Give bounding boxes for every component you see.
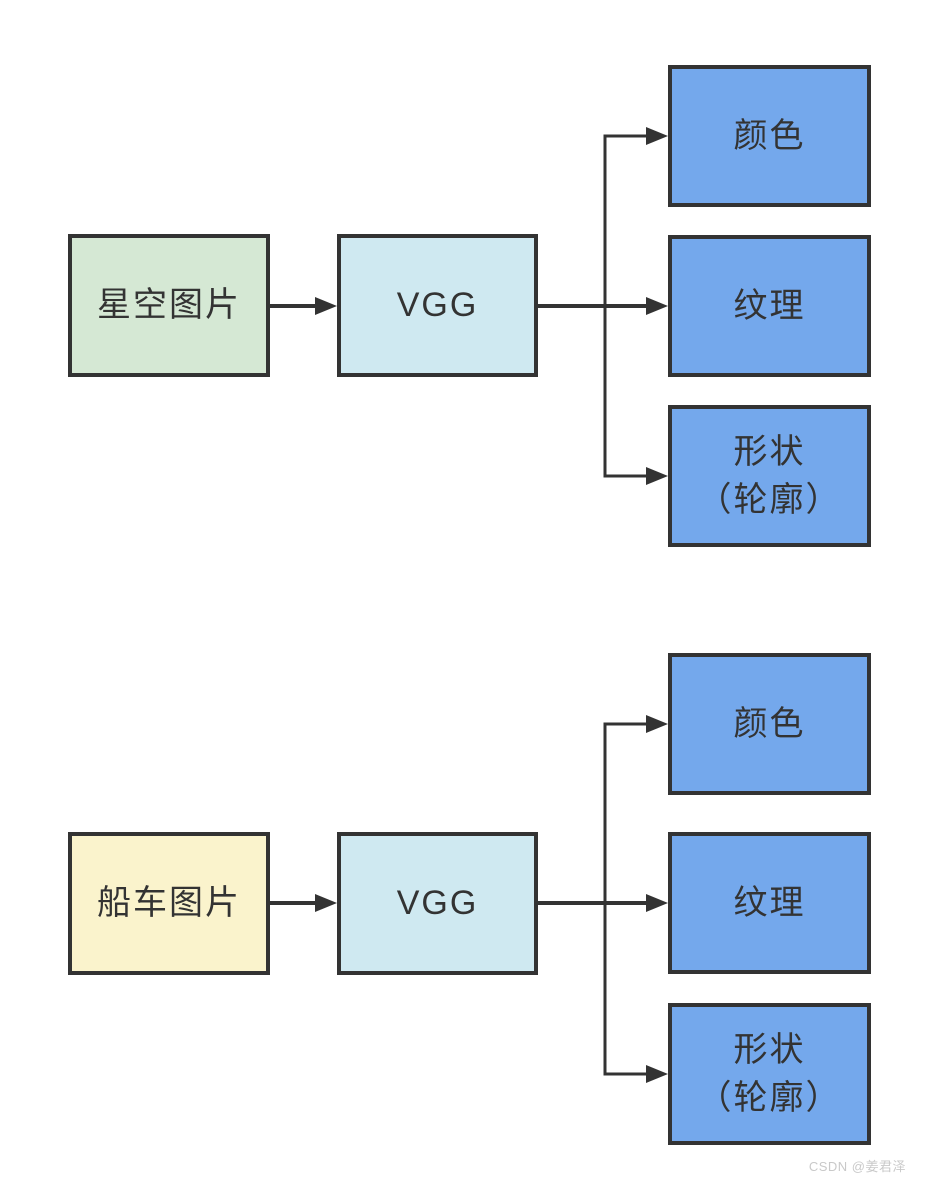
flow1-shape-arrowhead-icon (646, 467, 668, 485)
flow2-output-color-node: 颜色 (668, 653, 871, 795)
flow1-output-shape-node: 形状 （轮廓） (668, 405, 871, 547)
watermark: CSDN @姜君泽 (808, 1159, 906, 1174)
flow1-vgg-node: VGG (337, 234, 538, 377)
flow2-color-arrowhead-icon (646, 715, 668, 733)
flow2-shape-arrowhead-icon (646, 1065, 668, 1083)
flow1-branch-trunk-line (603, 134, 647, 478)
flow1-output-texture-node: 纹理 (668, 235, 871, 377)
flow2-output-texture-node: 纹理 (668, 832, 871, 974)
flow2-connectors (270, 715, 668, 1083)
flow1-output-color-node: 颜色 (668, 65, 871, 207)
flow2-texture-arrowhead-icon (646, 894, 668, 912)
flow1-source-to-vgg-arrowhead-icon (315, 297, 337, 315)
flow1-source-node: 星空图片 (68, 234, 270, 377)
flow2-output-shape-node: 形状 （轮廓） (668, 1003, 871, 1145)
flow2-source-to-vgg-arrowhead-icon (315, 894, 337, 912)
flow2-source-node: 船车图片 (68, 832, 270, 975)
flow2-vgg-node: VGG (337, 832, 538, 975)
flow1-texture-arrowhead-icon (646, 297, 668, 315)
flow2-branch-trunk-line (603, 722, 647, 1076)
flow1-connectors (270, 127, 668, 485)
flow1-color-arrowhead-icon (646, 127, 668, 145)
